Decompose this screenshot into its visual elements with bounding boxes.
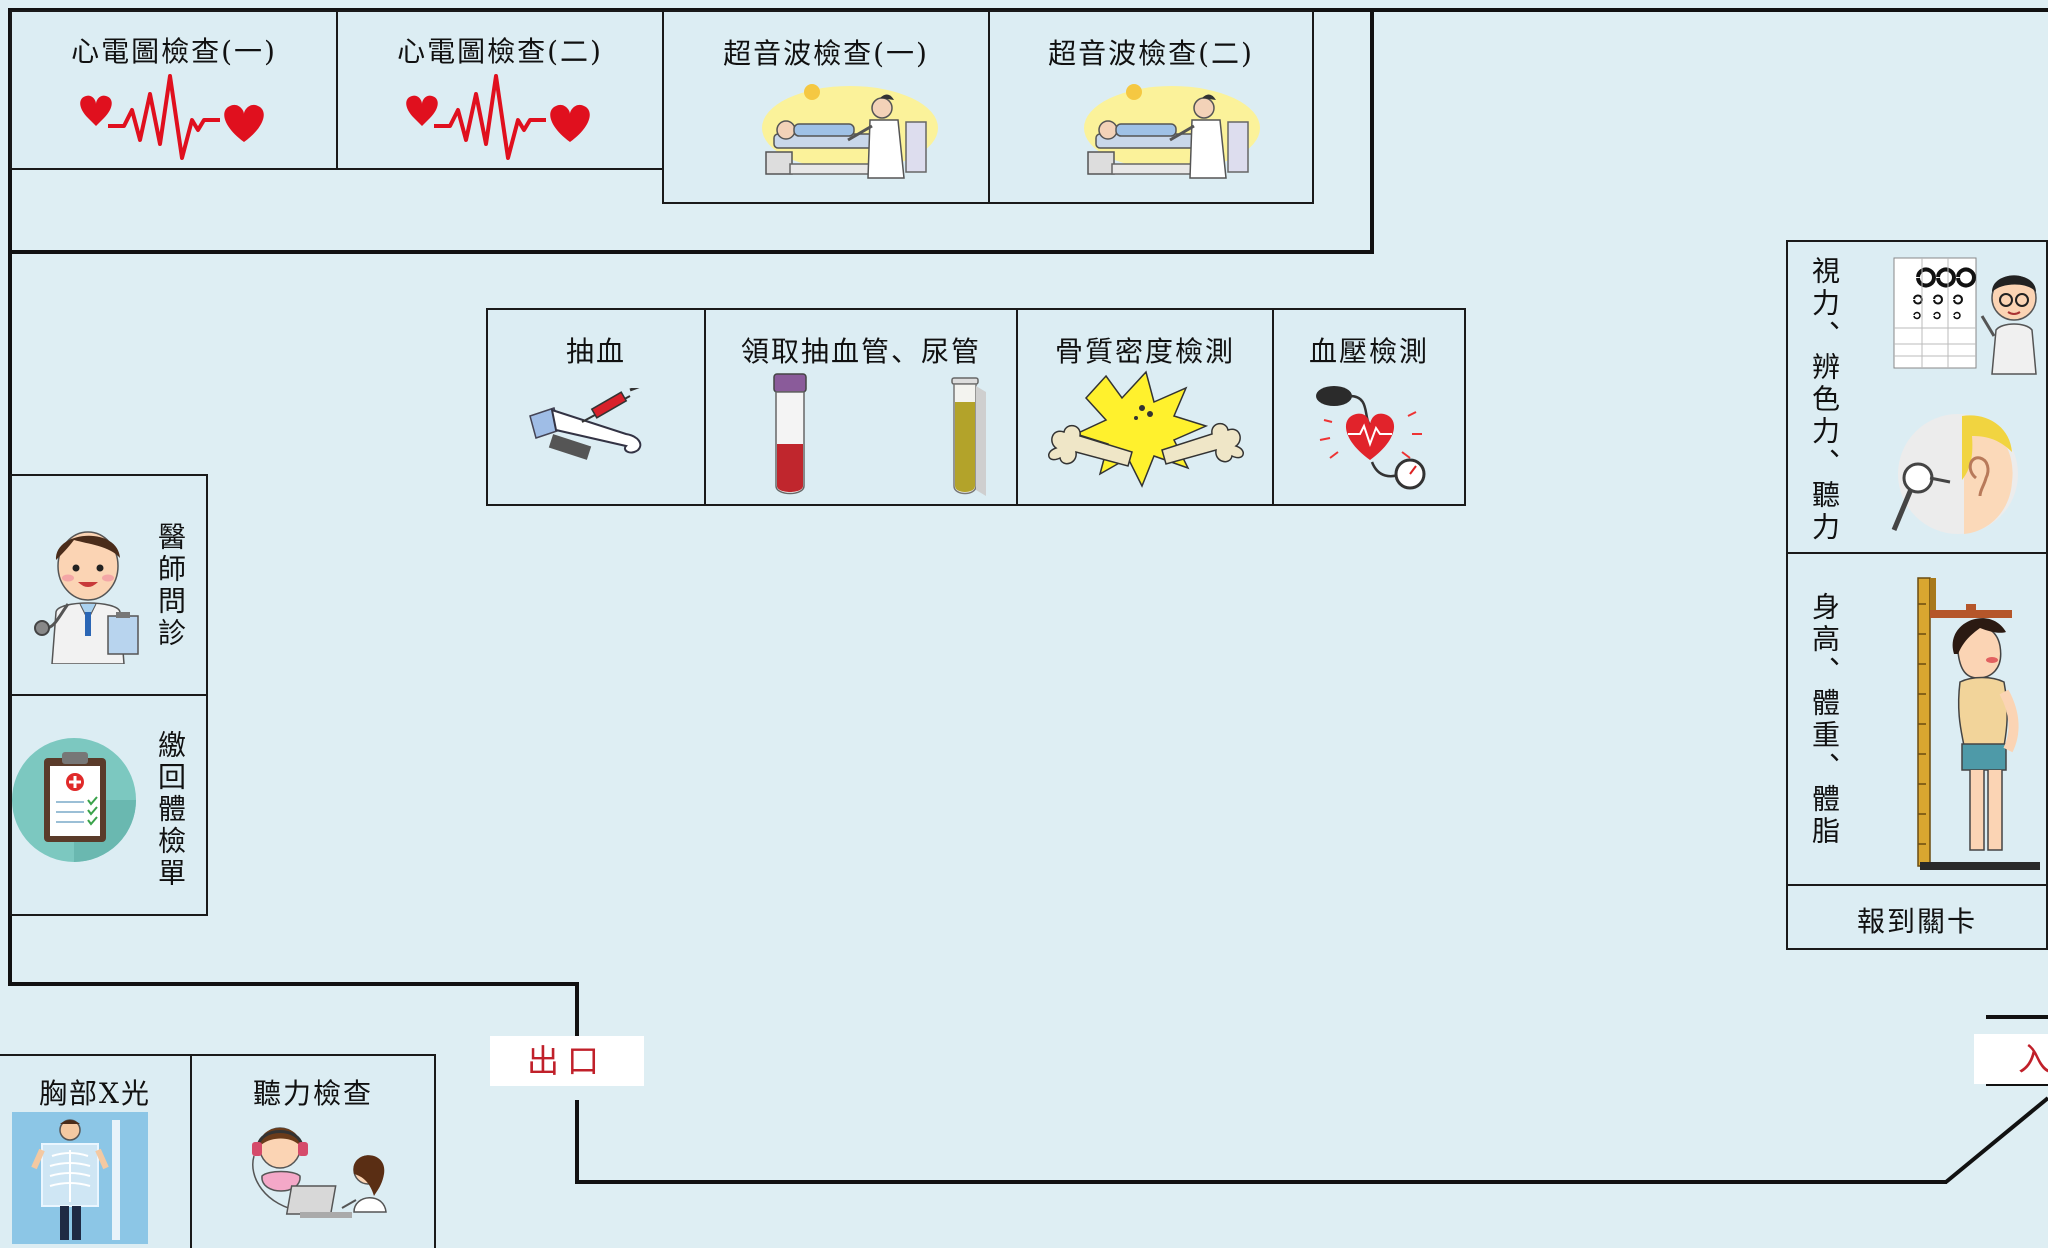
- wall-exit-lower: [575, 1100, 579, 1184]
- room-ecg-2-label: 心電圖檢查(二): [397, 35, 603, 68]
- room-tube-pickup: 領取抽血管、尿管: [704, 308, 1018, 506]
- entrance-sign: 入: [1974, 1034, 2048, 1084]
- eye-chart-doctor-icon: [1893, 257, 2037, 375]
- wall-entrance-bottom: [1986, 1082, 2048, 1086]
- room-doctor-consultation: 醫師問診: [10, 474, 208, 696]
- ultrasound-exam-icon: [762, 84, 938, 179]
- wall-diagonal: [1944, 1096, 2048, 1184]
- hearing-test-icon: [252, 1127, 387, 1218]
- room-blood-draw-label: 抽血: [565, 335, 626, 368]
- room-blood-pressure-label: 血壓檢測: [1308, 335, 1429, 368]
- syringe-arm-icon: [529, 388, 642, 460]
- room-ultrasound-1-label: 超音波檢查(一): [723, 37, 929, 70]
- room-checkin-label: 報到關卡: [1856, 905, 1977, 938]
- heartbeat-icon: [80, 74, 264, 160]
- height-measure-icon: [1917, 577, 2040, 870]
- room-blood-draw: 抽血: [486, 308, 706, 506]
- room-ecg-2: 心電圖檢查(二): [336, 10, 664, 170]
- room-chest-xray-label: 胸部X光: [39, 1077, 151, 1110]
- wall-lower-left: [8, 982, 578, 986]
- ultrasound-exam-icon: [1084, 84, 1260, 179]
- room-vision-hearing-label: 視力、辨色力、聽力: [1808, 256, 1841, 544]
- heartbeat-icon: [406, 74, 590, 160]
- room-chest-xray: 胸部X光: [0, 1054, 192, 1248]
- room-doctor-consultation-label: 醫師問診: [154, 522, 187, 650]
- wall-top-alcove-right: [1370, 8, 1374, 254]
- room-bone-density: 骨質密度檢測: [1016, 308, 1274, 506]
- room-vision-hearing: 視力、辨色力、聽力: [1786, 240, 2048, 554]
- wall-bottom: [575, 1180, 1947, 1184]
- doctor-icon: [34, 531, 139, 664]
- room-return-form: 繳回體檢單: [10, 694, 208, 916]
- blood-tube-icon: [773, 373, 807, 495]
- room-hearing-test-label: 聽力檢查: [252, 1077, 373, 1110]
- xray-icon: [12, 1112, 148, 1244]
- wall-top-alcove-bottom: [8, 250, 1374, 254]
- exit-sign: 出口: [490, 1036, 644, 1086]
- room-checkin: 報到關卡: [1786, 884, 2048, 950]
- room-bone-density-label: 骨質密度檢測: [1054, 335, 1235, 368]
- urine-tube-icon: [951, 377, 986, 496]
- ear-exam-icon: [1891, 414, 2018, 534]
- wall-exit-upper: [575, 982, 579, 1036]
- room-ecg-1: 心電圖檢查(一): [10, 10, 338, 170]
- room-ecg-1-label: 心電圖檢查(一): [71, 35, 277, 68]
- room-height-weight: 身高、體重、體脂: [1786, 552, 2048, 886]
- room-ultrasound-2: 超音波檢查(二): [988, 10, 1314, 204]
- room-return-form-label: 繳回體檢單: [154, 730, 187, 890]
- blood-pressure-icon: [1316, 386, 1426, 490]
- room-height-weight-label: 身高、體重、體脂: [1808, 592, 1841, 848]
- room-ultrasound-2-label: 超音波檢查(二): [1048, 37, 1254, 70]
- room-tube-pickup-label: 領取抽血管、尿管: [740, 335, 981, 368]
- room-ultrasound-1: 超音波檢查(一): [662, 10, 990, 204]
- broken-bone-icon: [1048, 370, 1244, 488]
- clipboard-icon: [12, 738, 136, 862]
- room-blood-pressure: 血壓檢測: [1272, 308, 1466, 506]
- wall-entrance-top: [1986, 1015, 2048, 1019]
- room-hearing-test: 聽力檢查: [190, 1054, 436, 1248]
